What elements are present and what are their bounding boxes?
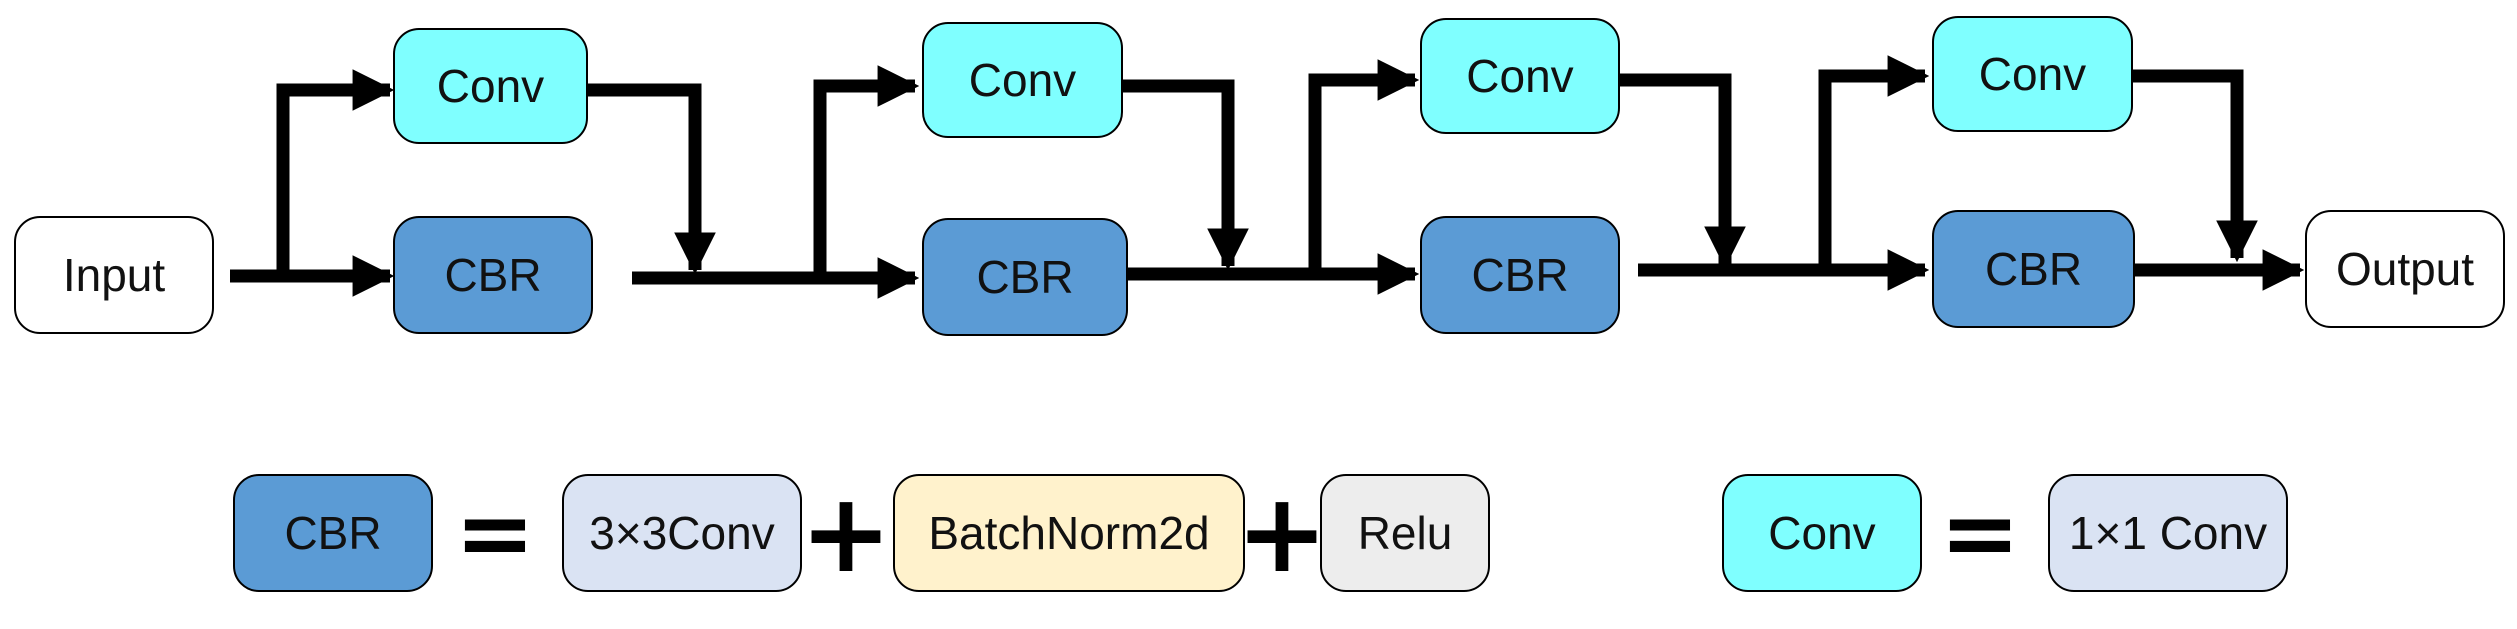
conv-block-1: Conv [393,28,588,144]
input-node: Input [14,216,214,334]
cbr-block-1: CBR [393,216,593,334]
legend-plus-2: + [1235,469,1329,597]
arrow-branch-to-conv3 [1308,59,1420,274]
arrow-branch-to-conv4 [1818,55,1930,270]
arrow-conv4-down [2133,69,2258,263]
cbr-block-4: CBR [1932,210,2135,328]
arrow-branch-to-conv1 [276,69,395,276]
conv-block-3: Conv [1420,18,1620,134]
legend-plus-1: + [799,469,893,597]
conv-block-2: Conv [922,22,1123,138]
arrow-conv1-down [588,83,716,275]
arrow-branch-to-conv2 [813,65,920,278]
legend-cbr: CBR [233,474,433,592]
legend-1x1conv: 1×1 Conv [2048,474,2288,592]
output-node: Output [2305,210,2505,328]
conv-block-4: Conv [1932,16,2133,132]
legend-relu: Relu [1320,474,1490,592]
cbr-block-2: CBR [922,218,1128,336]
cbr-block-3: CBR [1420,216,1620,334]
arrow-conv2-down [1123,79,1249,271]
arrow-conv3-down [1620,73,1746,269]
legend-batchnorm2d: BatchNorm2d [893,474,1245,592]
legend-cbr-equals: = [454,477,536,589]
legend-conv: Conv [1722,474,1922,592]
legend-conv-equals: = [1939,477,2021,589]
legend-3x3conv: 3×3Conv [562,474,802,592]
